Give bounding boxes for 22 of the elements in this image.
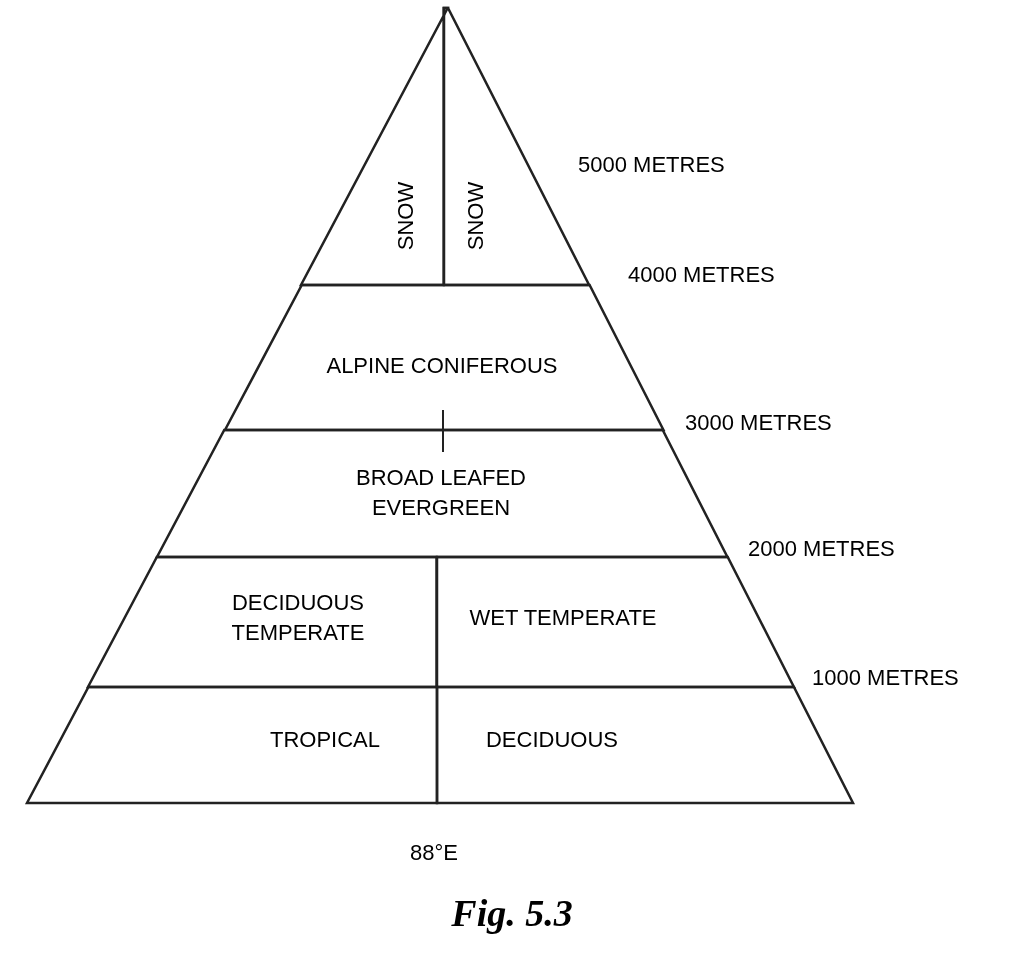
- zone-label: WET TEMPERATE: [468, 604, 658, 632]
- vegetation-zone: [437, 557, 794, 687]
- vegetation-zone: [88, 557, 437, 687]
- altitude-label: 2000 METRES: [748, 535, 895, 563]
- altitude-label: 5000 METRES: [578, 151, 725, 179]
- vegetation-zone: [157, 430, 728, 557]
- vegetation-zone: [27, 687, 437, 803]
- zone-label: ALPINE CONIFEROUS: [325, 352, 559, 380]
- altitude-label: 4000 METRES: [628, 261, 775, 289]
- zone-label: TROPICAL: [269, 726, 381, 754]
- vegetation-zone: [224, 285, 663, 430]
- vegetation-zone: [437, 687, 853, 803]
- zone-label: DECIDUOUS TEMPERATE: [230, 589, 366, 647]
- vegetation-zone: [301, 8, 448, 285]
- altitude-label: 3000 METRES: [685, 409, 832, 437]
- longitude-label: 88°E: [410, 839, 458, 867]
- figure-caption: Fig. 5.3: [451, 891, 573, 936]
- zone-label: DECIDUOUS: [485, 726, 619, 754]
- altitude-label: 1000 METRES: [812, 664, 959, 692]
- zone-label: BROAD LEAFED EVERGREEN: [355, 464, 527, 522]
- zone-label: SNOW: [392, 181, 419, 251]
- zone-label: SNOW: [462, 181, 489, 251]
